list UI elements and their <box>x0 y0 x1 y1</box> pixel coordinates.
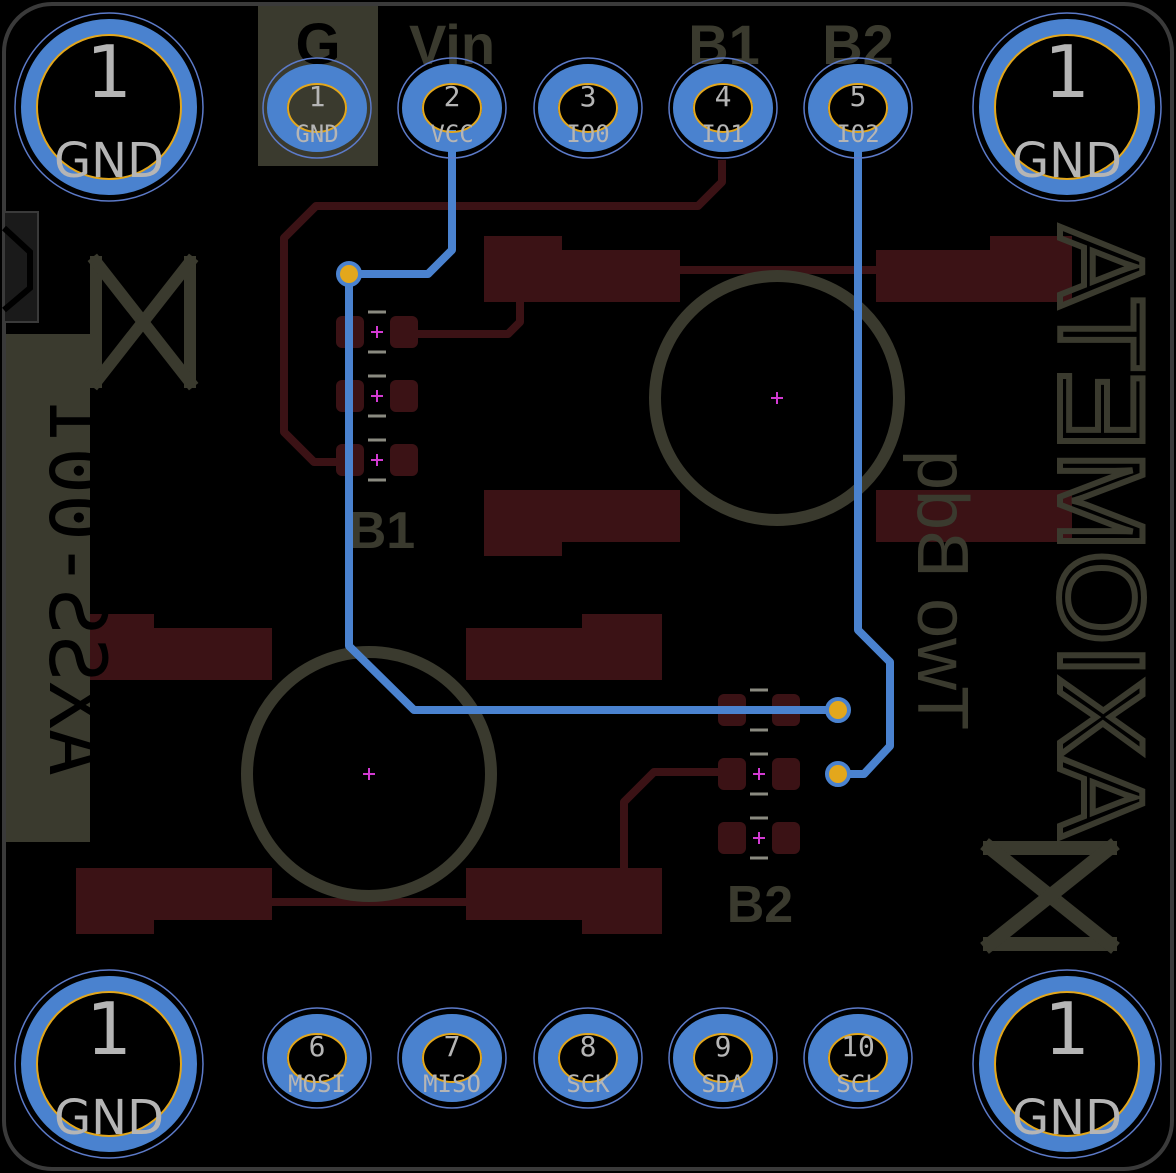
pin-number: 6 <box>309 1030 326 1063</box>
mounting-hole-net: GND <box>1012 133 1122 189</box>
pin-number: 2 <box>444 80 461 113</box>
pin-number: 5 <box>850 80 867 113</box>
io2-trace <box>838 130 894 778</box>
smd-silk-marks <box>368 310 768 860</box>
pin-net: SCL <box>836 1070 879 1098</box>
ref-b2: B2 <box>727 876 793 934</box>
pin-number: 4 <box>715 80 732 113</box>
pin-net: VCC <box>430 120 473 148</box>
pin-net: IO0 <box>566 120 609 148</box>
ref-b1: B1 <box>349 502 415 560</box>
pin-net: IO2 <box>836 120 879 148</box>
pin-number: 1 <box>309 80 326 113</box>
mounting-hole-number: 1 <box>1044 987 1090 1071</box>
silkscreen-layer <box>6 6 1120 954</box>
mounting-hole-number: 1 <box>86 30 132 114</box>
via-io2-bottom <box>825 761 851 787</box>
mounting-hole-net: GND <box>54 1090 164 1146</box>
pin-net: MOSI <box>288 1070 346 1098</box>
mounting-hole-net: GND <box>54 133 164 189</box>
board-name-label: Two Bdq <box>902 450 982 730</box>
part-number-box <box>6 334 90 842</box>
board-notch-inner <box>1 225 33 313</box>
pin-number: 3 <box>580 80 597 113</box>
pin-net: SCK <box>566 1070 610 1098</box>
brand-label: AXIOMETA <box>1034 226 1168 837</box>
pin-net: MISO <box>423 1070 481 1098</box>
mounting-hole-net: GND <box>1012 1090 1122 1146</box>
via-vcc-top <box>336 261 362 287</box>
crosshair-icon <box>363 326 783 844</box>
b2-button-outline <box>241 646 497 902</box>
b2-pad-top-right-tab <box>582 614 662 680</box>
b2-pad-bottom-left-tab <box>76 868 154 934</box>
axiometa-logo-icon <box>87 253 199 391</box>
b2-pad-bottom-right-tab <box>582 868 662 934</box>
mounting-hole-number: 1 <box>1044 30 1090 114</box>
via-vcc-bottom <box>825 697 851 723</box>
pin-number: 10 <box>841 1030 875 1063</box>
bottom-copper <box>76 236 1072 934</box>
axiometa-large-logo-icon <box>980 838 1120 954</box>
pin-net: SDA <box>701 1070 745 1098</box>
mounting-hole-number: 1 <box>86 987 132 1071</box>
vias <box>336 261 851 787</box>
b1-button-outline <box>649 270 905 526</box>
pin-net: IO1 <box>701 120 744 148</box>
b1-pad-top-right-tab <box>990 236 1072 302</box>
pin-number: 8 <box>580 1030 597 1063</box>
b1-pad-top-left-stem <box>484 250 680 302</box>
pin-number: 9 <box>715 1030 732 1063</box>
b1-pad-bottom-right <box>876 490 1072 542</box>
pin-net: GND <box>295 120 338 148</box>
b1-pad-bottom-left-tab <box>484 490 562 556</box>
pin-number: 7 <box>444 1030 461 1063</box>
pads-layer: 1GND1GND1GND1GND1GND2VCC3IO04IO15IO26MOS… <box>14 12 1162 1159</box>
part-number-label: AXSS-001 <box>31 400 121 776</box>
